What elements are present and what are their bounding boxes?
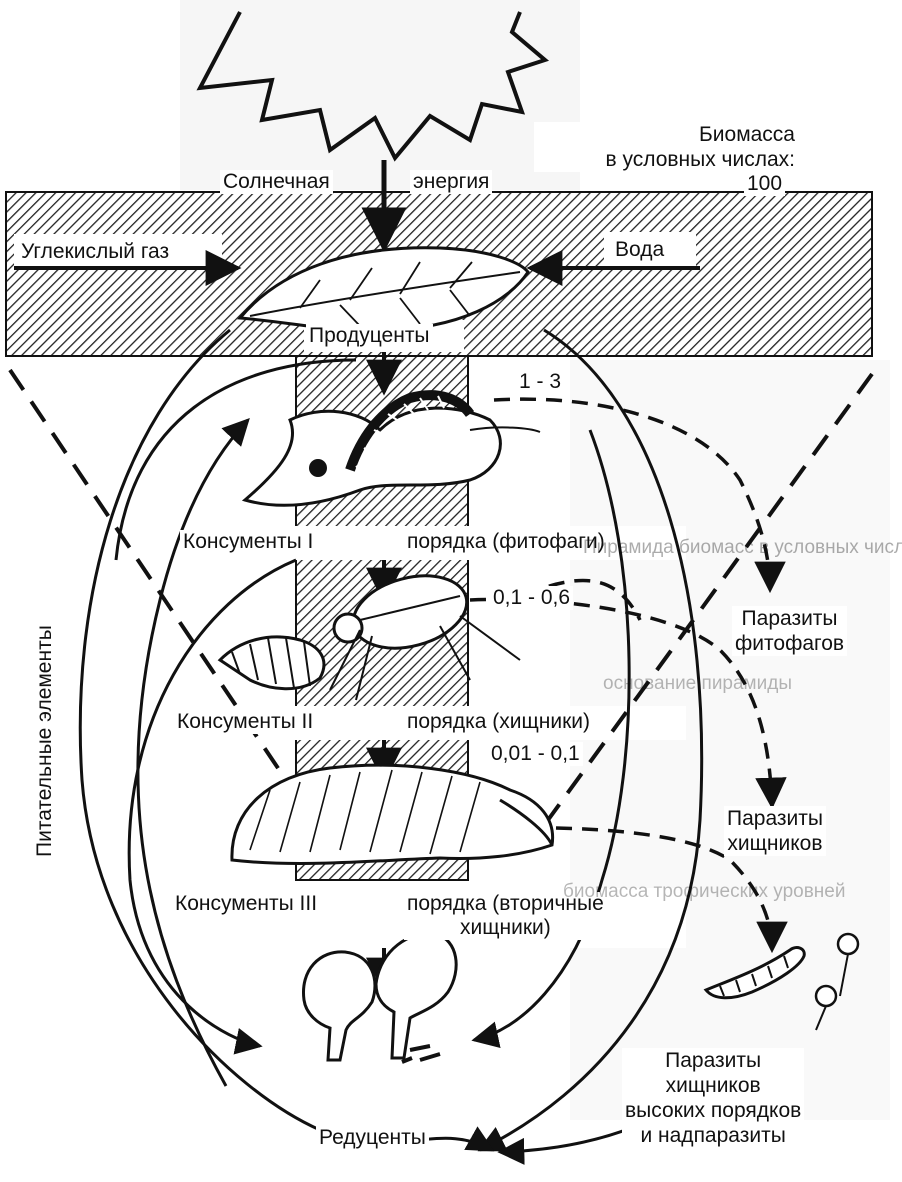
water-label: Вода: [612, 238, 668, 262]
consumers3-label-a: Консументы III: [172, 892, 321, 916]
consumers3-label-b: порядка (вторичные хищники): [404, 892, 607, 940]
background-text-1: Пирамида биомасс в условных числах: [583, 537, 902, 558]
biomass-level2: 0,1 - 0,6: [490, 586, 574, 610]
consumers2-label-a: Консументы II: [174, 710, 317, 734]
nutrient-elements-label: Питательные элементы: [33, 622, 57, 860]
consumers1-label-b: порядка (фитофаги): [404, 530, 608, 554]
parasite-larva-icon: [703, 932, 860, 1031]
decomposers-label: Редуценты: [316, 1126, 429, 1150]
producers-label: Продуценты: [306, 324, 433, 348]
solar-label: Солнечная: [220, 170, 333, 194]
background-text-2: основание пирамиды: [603, 673, 792, 694]
energy-label: энергия: [410, 170, 493, 194]
biomass-level1: 1 - 3: [516, 370, 565, 394]
biomass-title: Биомасса в условных числах:: [534, 122, 798, 172]
shrew-icon: [230, 763, 555, 865]
parasites-phytophages: Паразиты фитофагов: [732, 606, 848, 656]
consumers2-label-b: порядка (хищники): [404, 710, 594, 734]
biomass-level3: 0,01 - 0,1: [488, 742, 583, 766]
caterpillar-icon: [241, 390, 541, 507]
beetle-icon: [217, 574, 521, 701]
sun-icon: [196, 11, 550, 162]
biomass-value: 100: [744, 172, 786, 196]
parasites-higher: Паразиты хищников высоких порядков и над…: [622, 1048, 805, 1148]
background-text-3: биомасса трофических уровней: [563, 881, 846, 902]
parasites-predators: Паразиты хищников: [724, 806, 826, 856]
mushroom-icon: [302, 932, 458, 1064]
consumers1-label-a: Консументы I: [180, 530, 317, 554]
nutrient-dashed-lines: [8, 368, 874, 822]
co2-label: Углекислый газ: [18, 240, 173, 264]
